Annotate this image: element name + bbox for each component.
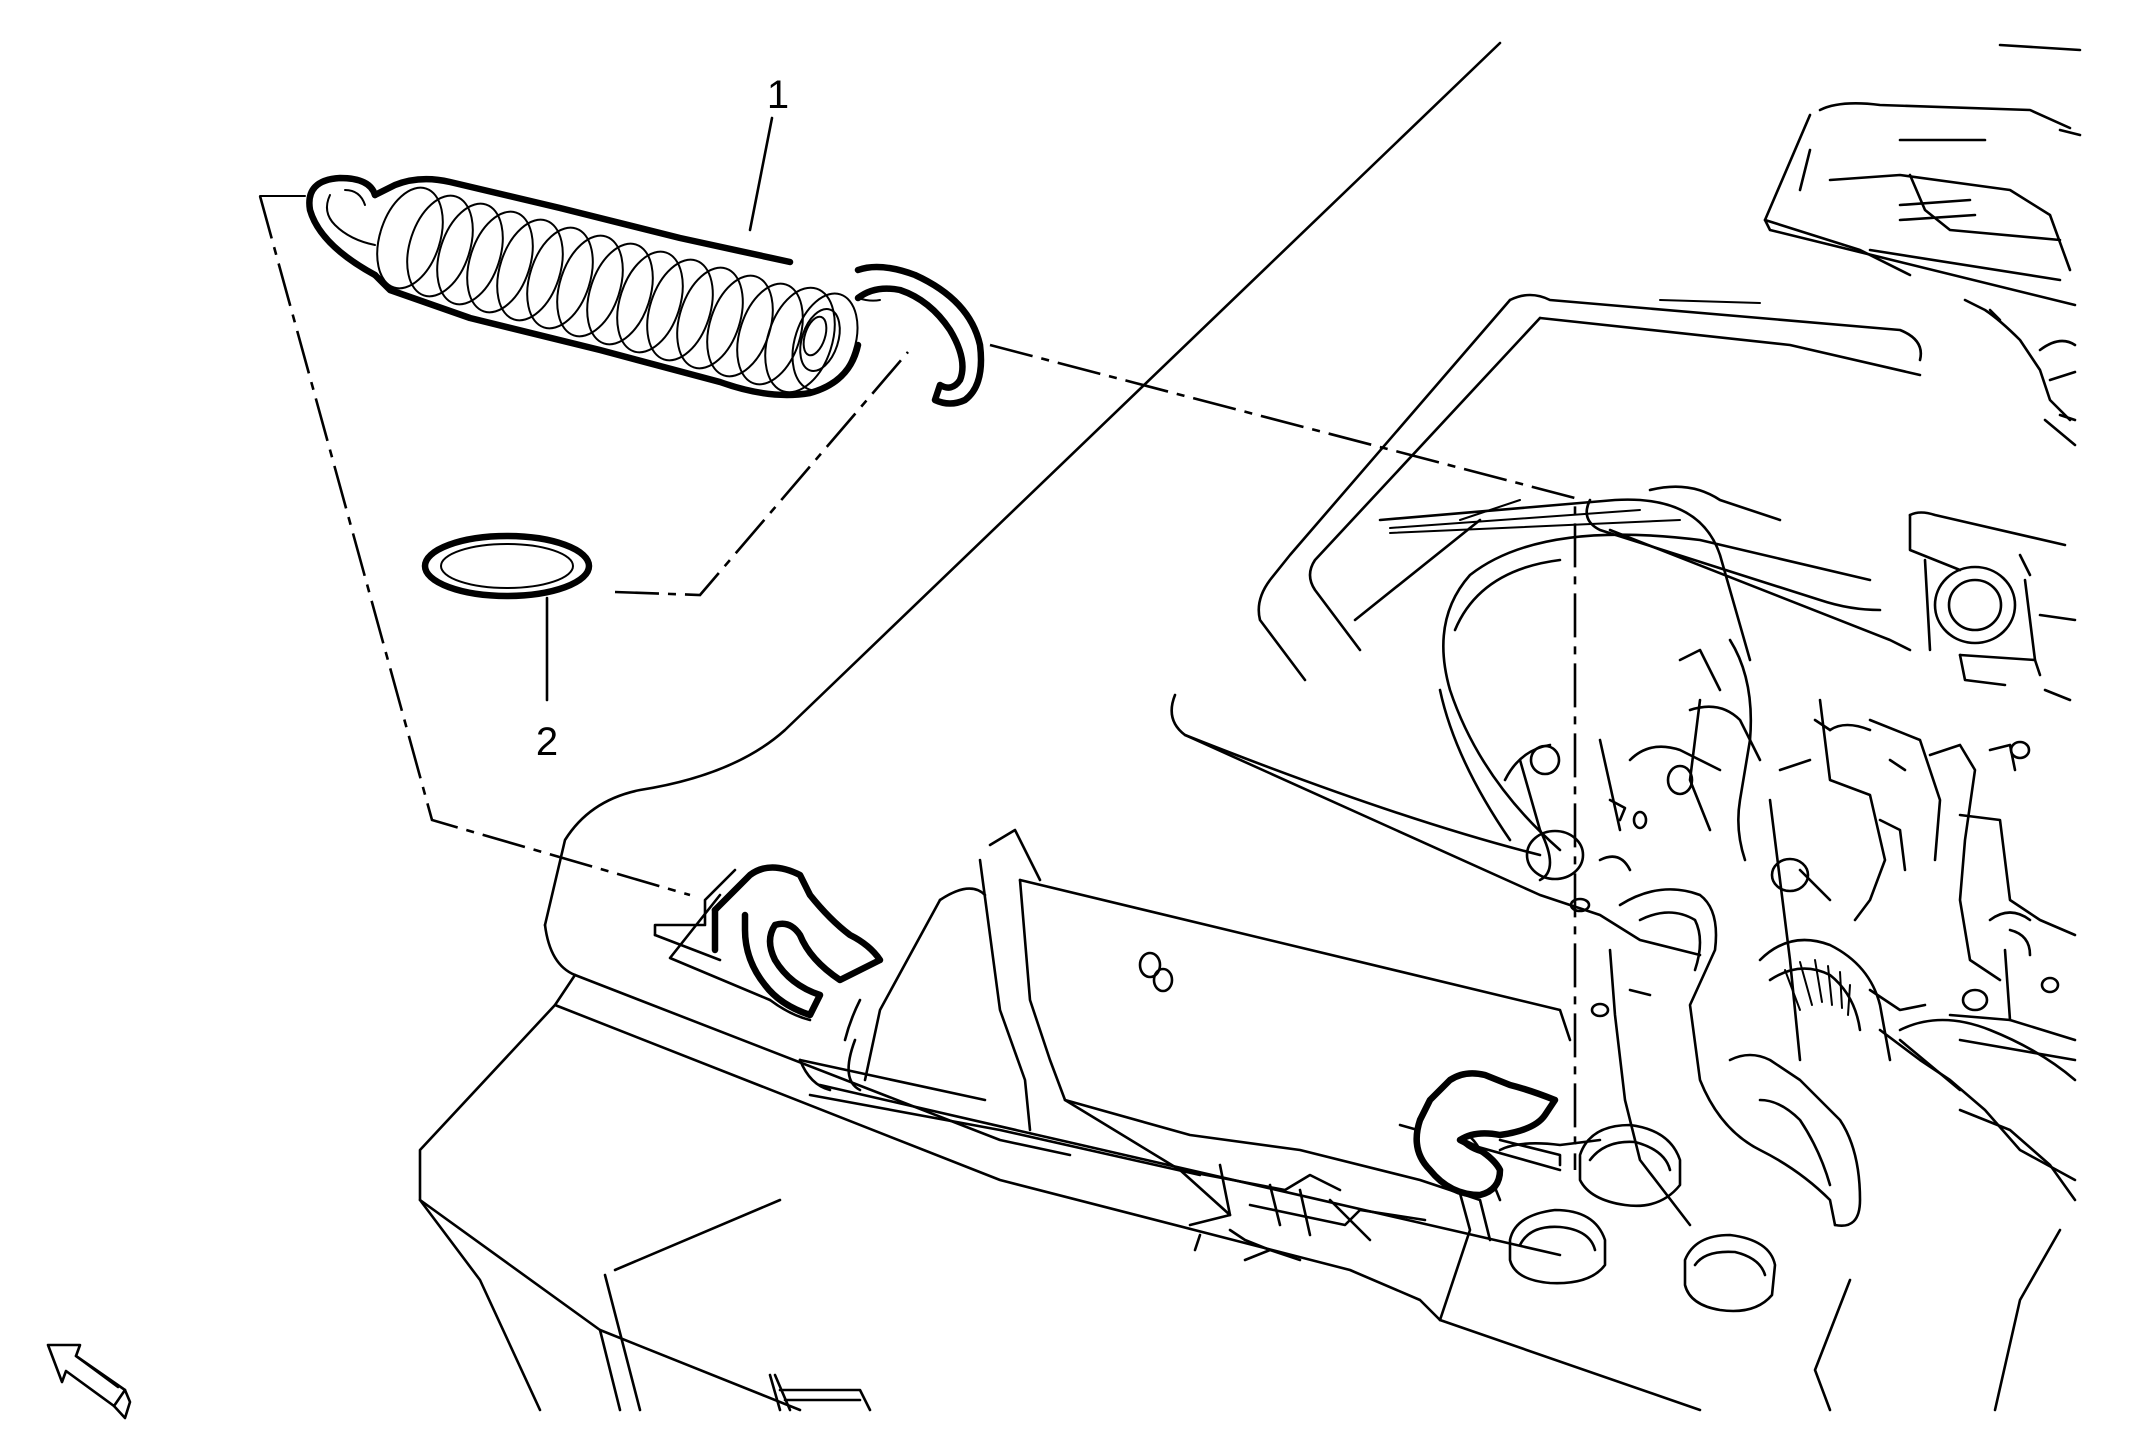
return-spring (306, 174, 985, 407)
spring-anchor-right (1398, 1070, 1562, 1199)
assembly-guide-lines (258, 195, 1577, 1170)
callout-2-label: 2 (536, 720, 558, 764)
mounting-bracket-housing (418, 41, 2082, 1412)
callout-1-label: 1 (767, 73, 789, 117)
bracket-left-edge (768, 1058, 987, 1412)
view-direction-arrow-icon (46, 1343, 132, 1420)
spring-anchor-left (653, 864, 884, 1022)
callout-leaders (545, 116, 774, 702)
spring-washer (421, 532, 593, 600)
